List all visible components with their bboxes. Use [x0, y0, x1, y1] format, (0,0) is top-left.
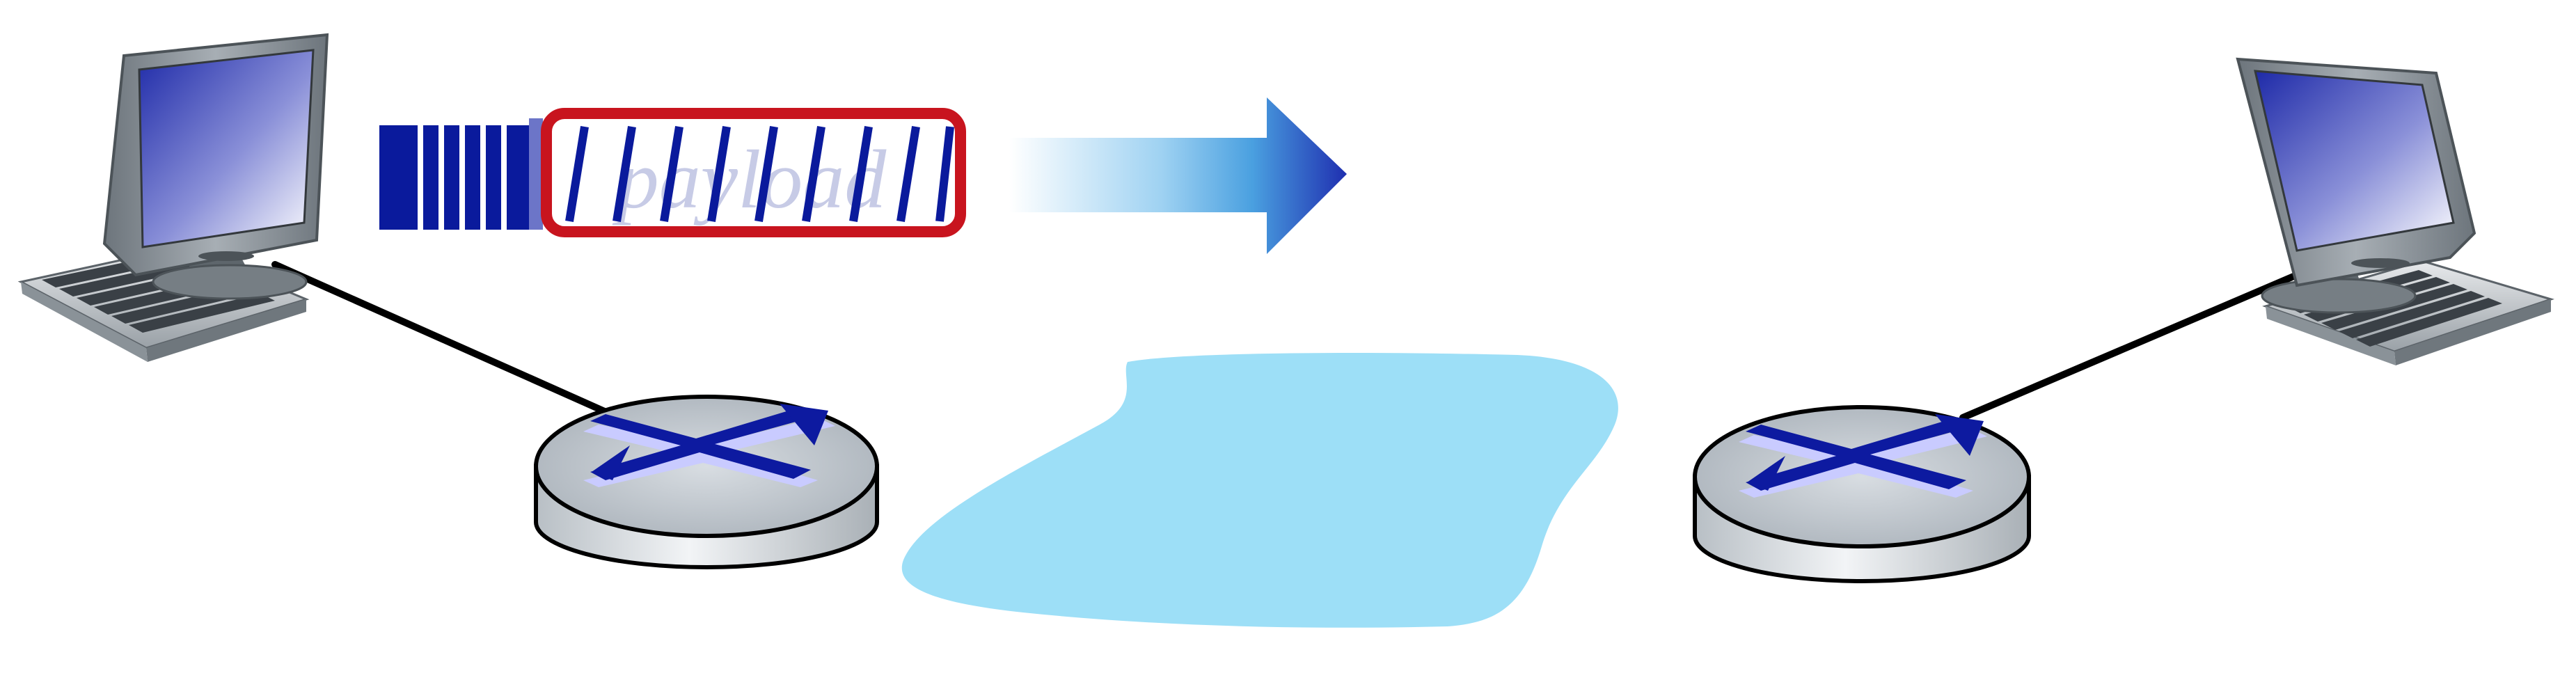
- destination-host-computer-icon: [2236, 57, 2554, 365]
- source-router-icon: [534, 395, 879, 569]
- payload-segment: payload: [541, 108, 966, 237]
- packet: payload: [379, 108, 966, 237]
- source-host-computer-icon: [17, 33, 329, 362]
- network-cloud-icon: [901, 353, 1618, 628]
- link-source-host-router: [271, 261, 630, 425]
- packet-headers: [379, 118, 543, 230]
- payload-slashes: [565, 126, 954, 222]
- destination-router-icon: [1693, 405, 2031, 583]
- monitor-screen: [2254, 70, 2455, 252]
- router-cross-arrows: [583, 404, 835, 487]
- link-destination-router-host: [1959, 271, 2300, 421]
- router-cross-arrows: [1739, 414, 1987, 498]
- right-arrow-icon: [1009, 97, 1347, 254]
- payload-label: payload: [612, 133, 887, 226]
- monitor-screen: [138, 49, 315, 248]
